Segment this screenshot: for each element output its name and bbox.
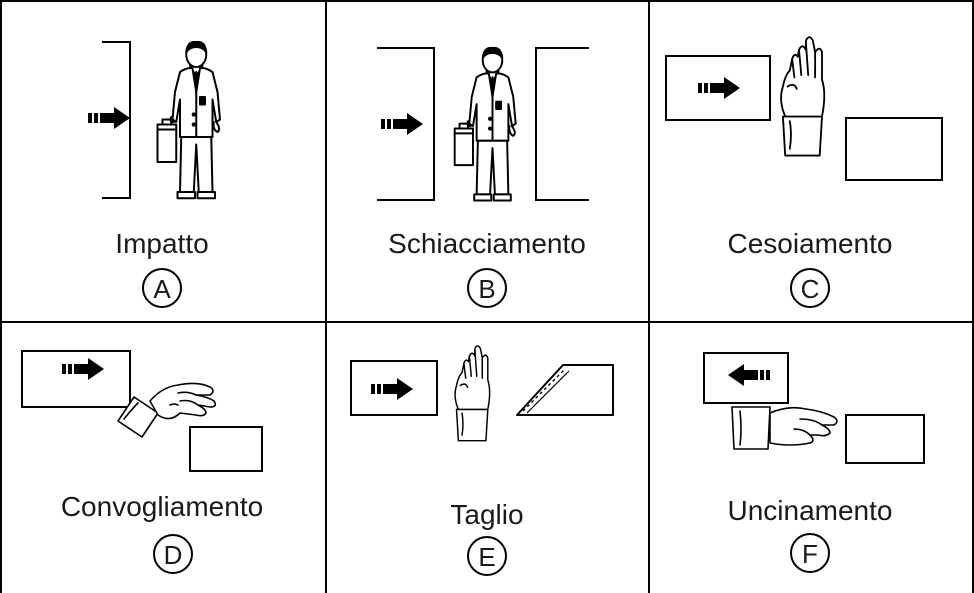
hazard-letter-e: E xyxy=(467,536,507,576)
arrow-right-icon xyxy=(88,107,130,129)
hazard-cell-drawing-in: Convogliamento D xyxy=(2,323,322,593)
hazard-letter-b: B xyxy=(467,268,507,308)
grid-divider-vertical-2 xyxy=(648,0,650,593)
hazard-label-entanglement: Uncinamento xyxy=(727,495,893,526)
moving-block xyxy=(22,351,130,407)
wall-bracket-left xyxy=(377,48,434,200)
hand-icon xyxy=(454,345,491,442)
hazard-label-crushing: Schiacciamento xyxy=(388,228,586,259)
hazard-label-drawing-in: Convogliamento xyxy=(60,491,264,522)
fixed-block xyxy=(846,118,942,180)
hand-icon xyxy=(780,36,826,157)
entanglement-illustration xyxy=(650,323,970,593)
businessman-icon xyxy=(156,40,221,200)
hand-icon xyxy=(731,406,838,450)
impact-illustration xyxy=(88,40,221,200)
businessman-icon xyxy=(453,46,517,202)
drawing-in-illustration xyxy=(2,323,322,593)
hazard-cell-shearing: Cesoiamento C xyxy=(650,2,970,321)
wall-bracket xyxy=(102,42,130,198)
grid-divider-vertical-1 xyxy=(325,0,327,593)
hazard-cell-crushing: Schiacciamento B xyxy=(327,2,647,321)
moving-block xyxy=(704,353,788,403)
hazard-cell-impact: Impatto A xyxy=(2,2,322,321)
cutting-illustration xyxy=(327,345,647,442)
grid-divider-horizontal xyxy=(0,321,974,323)
blade xyxy=(517,365,613,415)
crushing-illustration xyxy=(327,46,647,202)
hazard-letter-f: F xyxy=(790,533,830,573)
fixed-block xyxy=(846,415,924,463)
hazard-label-cutting: Taglio xyxy=(450,499,524,530)
wall-bracket-right xyxy=(536,48,589,200)
fixed-block xyxy=(190,427,262,471)
arrow-right-icon xyxy=(381,113,423,135)
hazard-label-impact: Impatto xyxy=(115,228,209,259)
hazard-letter-d: D xyxy=(153,534,193,574)
hazard-letter-a: A xyxy=(142,268,182,308)
hazard-letter-c: C xyxy=(790,268,830,308)
hazard-label-shearing: Cesoiamento xyxy=(727,228,893,259)
hazard-cell-cutting: Taglio E xyxy=(327,323,647,593)
hazard-cell-entanglement: Uncinamento F xyxy=(650,323,970,593)
shearing-illustration xyxy=(650,36,970,321)
